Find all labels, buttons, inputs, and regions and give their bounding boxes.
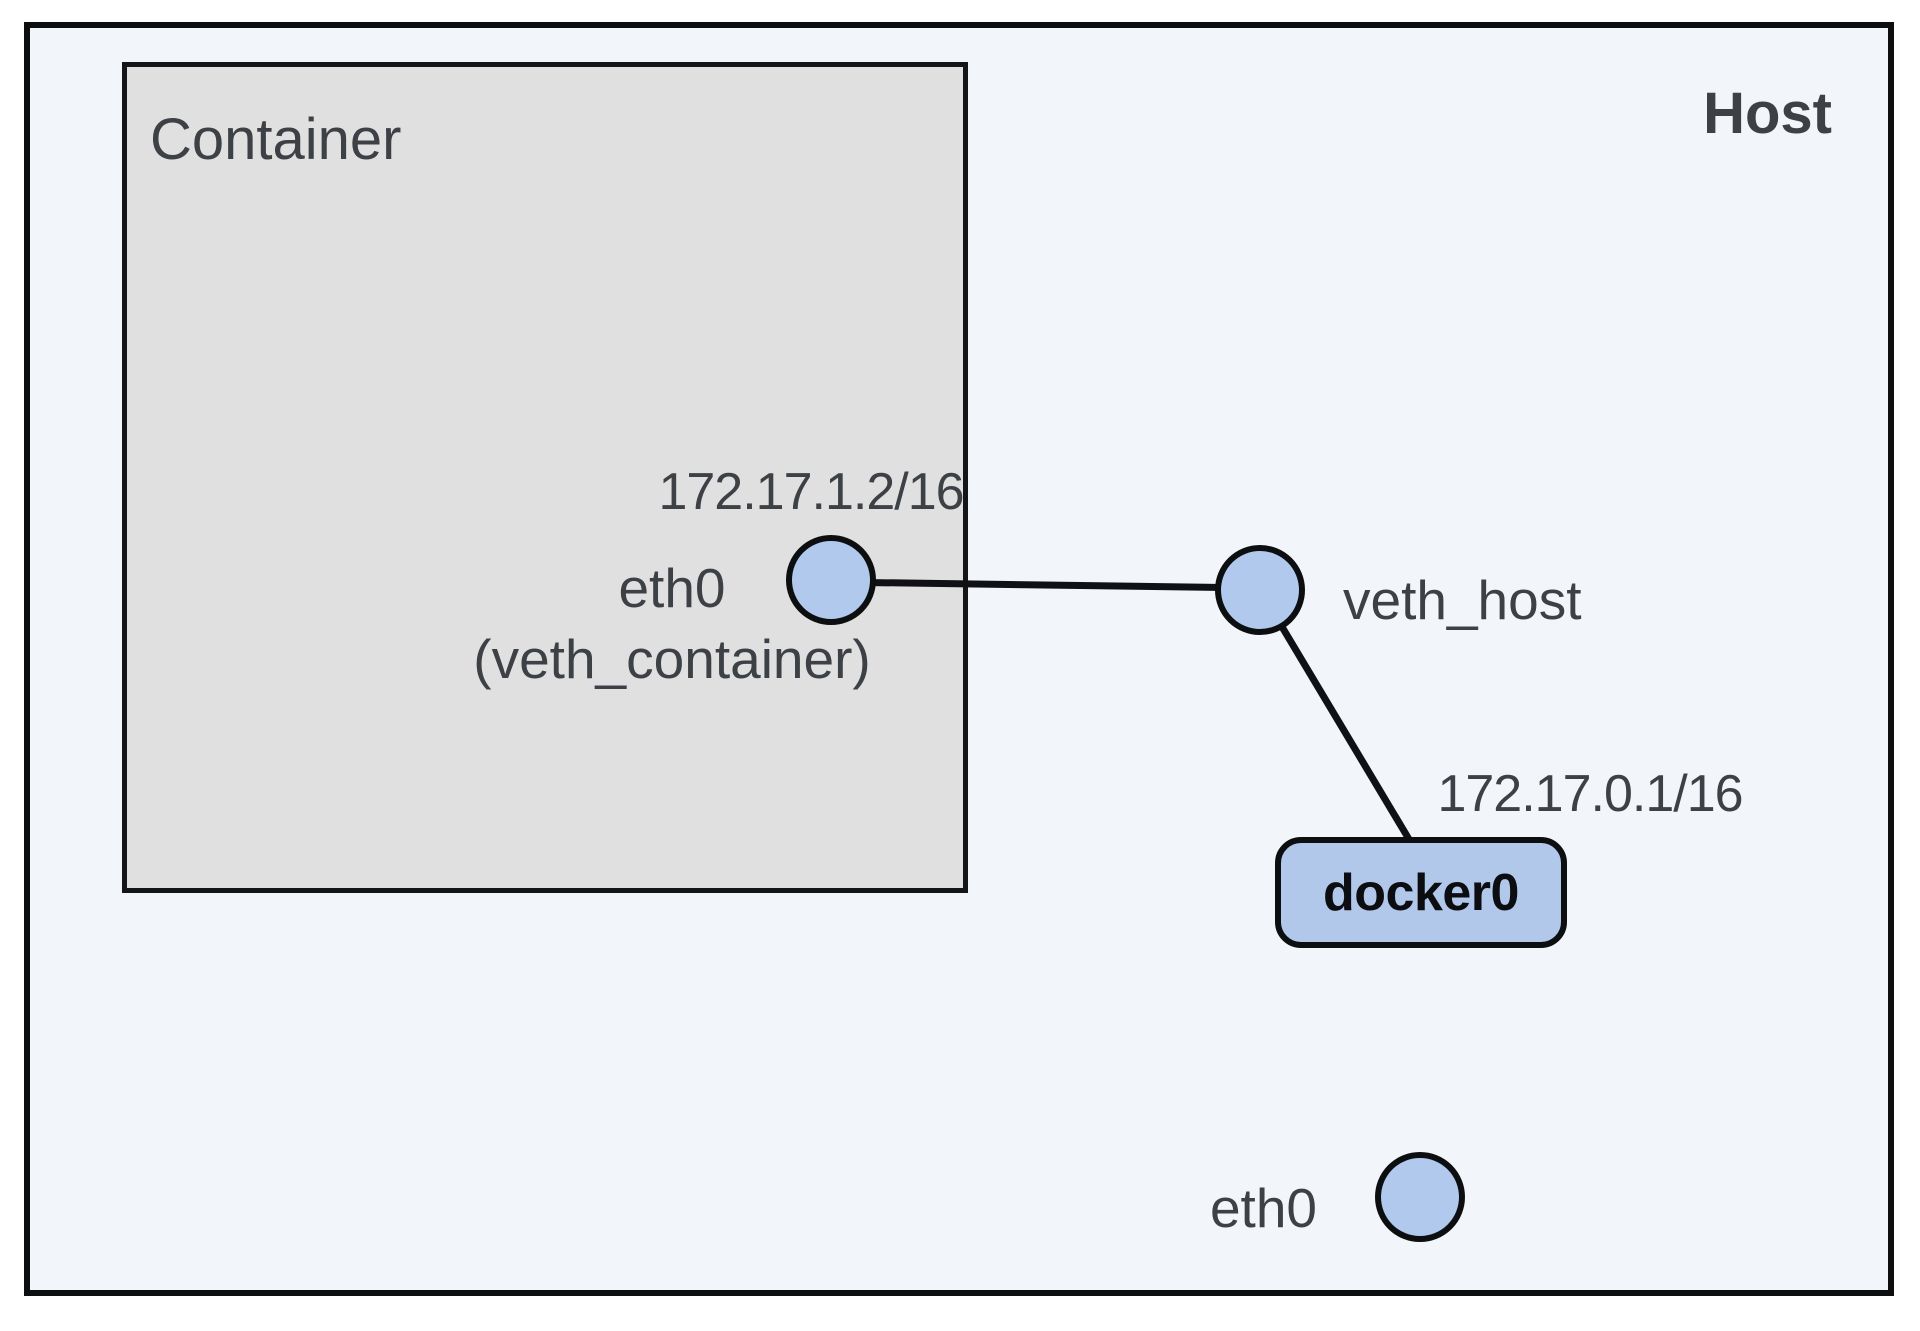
docker0-bridge-node: docker0: [1275, 837, 1567, 948]
host-eth0-label: eth0: [1209, 1177, 1317, 1239]
container-box: [122, 62, 968, 893]
veth-host-node-icon: [1215, 545, 1305, 635]
container-title: Container: [150, 107, 402, 172]
docker0-label: docker0: [1323, 863, 1519, 922]
veth-host-label: veth_host: [1343, 569, 1582, 631]
host-title: Host: [1703, 81, 1832, 146]
docker0-ip-label: 172.17.0.1/16: [1437, 765, 1743, 823]
veth-container-ip-label: 172.17.1.2/16: [658, 463, 964, 521]
veth-container-label: eth0 (veth_container): [473, 553, 870, 695]
veth-container-label-line2: (veth_container): [473, 628, 871, 690]
veth-container-label-line1: eth0: [618, 557, 726, 619]
host-eth0-node-icon: [1375, 1152, 1465, 1242]
